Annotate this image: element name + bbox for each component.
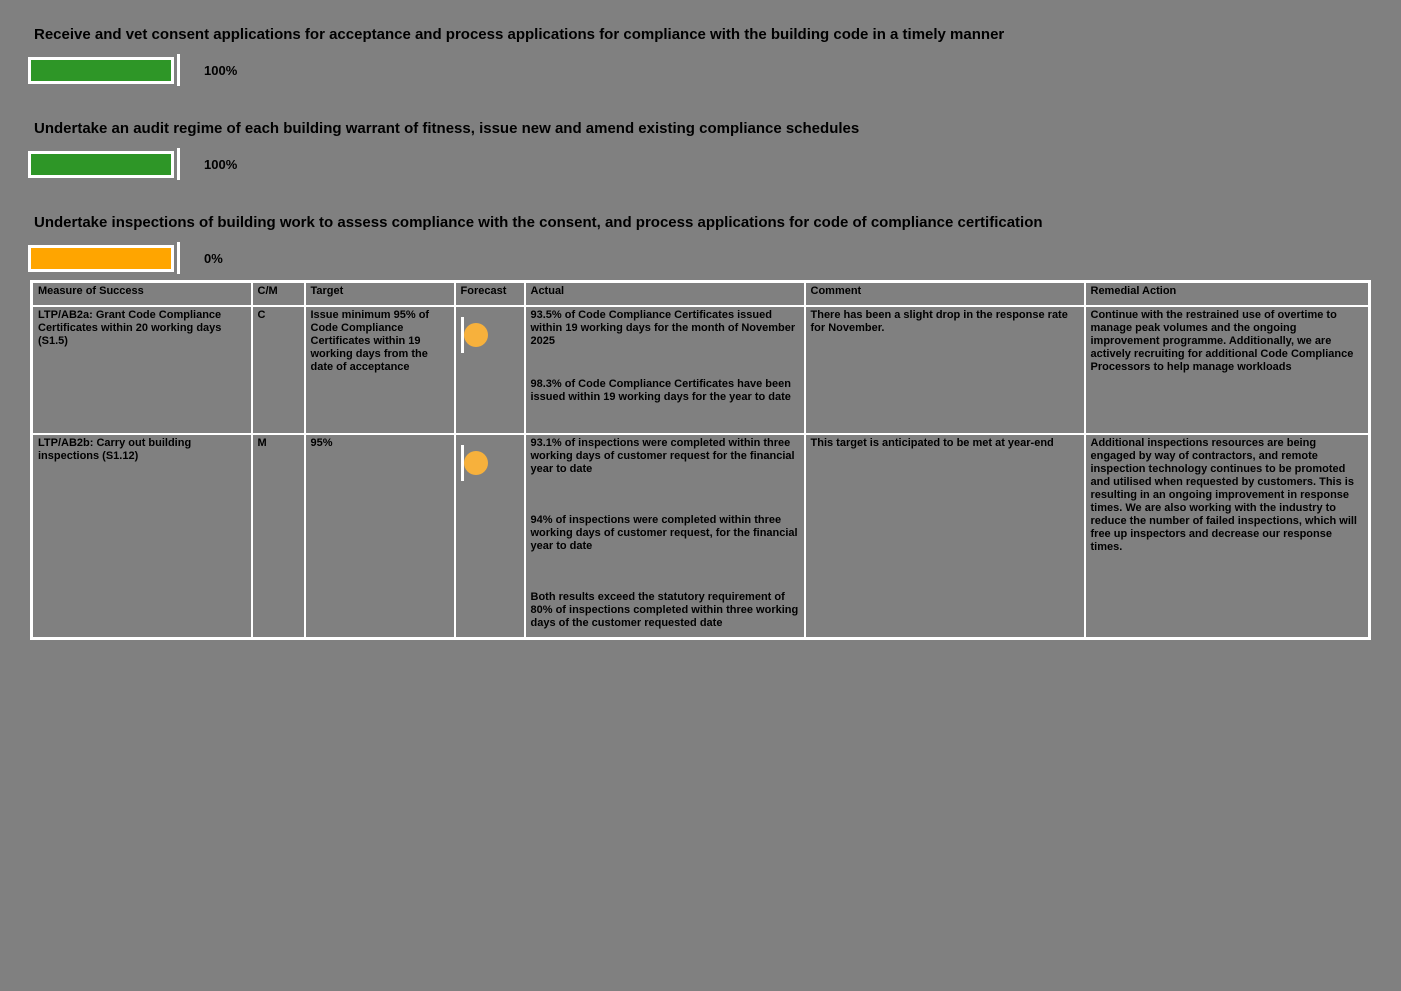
remedial-cell: Additional inspections resources are bei… [1083,432,1371,640]
table-row: LTP/AB2b: Carry out building inspections… [30,432,1371,640]
comment-cell: This target is anticipated to be met at … [803,432,1086,640]
column-header-remedial: Remedial Action [1083,280,1371,307]
column-header-measure: Measure of Success [30,280,253,307]
progress-bar-row: 0% [28,242,1373,274]
measure-cell: LTP/AB2a: Grant Code Compliance Certific… [30,304,253,435]
table-header-row: Measure of Success C/M Target Forecast A… [30,280,1371,307]
amber-status-icon [460,444,488,481]
column-header-comment: Comment [803,280,1086,307]
progress-bar [28,244,174,272]
comment-cell: There has been a slight drop in the resp… [803,304,1086,435]
objective-title: Receive and vet consent applications for… [34,26,1005,43]
status-icon-pole [460,444,464,481]
status-icon-ball [463,322,488,347]
remedial-cell: Continue with the restrained use of over… [1083,304,1371,435]
progress-bar-row: 100% [28,54,1373,86]
cm-cell: M [250,432,306,640]
target-cell: 95% [303,432,456,640]
progress-percent-label: 100% [204,62,238,78]
actual-paragraph: 93.5% of Code Compliance Certificates is… [530,308,796,347]
progress-bar-fill [31,59,171,81]
progress-bar [28,56,174,84]
progress-bar-end-tick [177,54,180,86]
objective-section-1: Receive and vet consent applications for… [28,26,1373,86]
progress-bar-row: 100% [28,148,1373,180]
forecast-cell [453,432,526,640]
column-header-cm: C/M [250,280,306,307]
measure-cell: LTP/AB2b: Carry out building inspections… [30,432,253,640]
actual-paragraph: 94% of inspections were completed within… [530,513,798,552]
objective-title: Undertake an audit regime of each buildi… [34,120,860,137]
status-icon-pole [460,316,464,353]
target-cell: Issue minimum 95% of Code Compliance Cer… [303,304,456,435]
forecast-cell [453,304,526,435]
progress-bar-end-tick [177,148,180,180]
column-header-target: Target [303,280,456,307]
progress-percent-label: 0% [204,250,223,266]
cm-cell: C [250,304,306,435]
progress-bar [28,150,174,178]
table-row: LTP/AB2a: Grant Code Compliance Certific… [30,304,1371,435]
actual-paragraph: 98.3% of Code Compliance Certificates ha… [530,377,791,403]
report-page: Receive and vet consent applications for… [28,26,1373,640]
actual-cell: 93.5% of Code Compliance Certificates is… [523,304,806,435]
actual-cell: 93.1% of inspections were completed with… [523,432,806,640]
progress-bar-fill [31,153,171,175]
measures-table: Measure of Success C/M Target Forecast A… [30,280,1371,640]
actual-paragraph: 93.1% of inspections were completed with… [530,436,795,475]
progress-percent-label: 100% [204,156,238,172]
objective-section-2: Undertake an audit regime of each buildi… [28,120,1373,180]
column-header-forecast: Forecast [453,280,526,307]
objective-title: Undertake inspections of building work t… [34,214,1043,231]
objective-section-3: Undertake inspections of building work t… [28,214,1373,274]
amber-status-icon [460,316,488,353]
actual-paragraph: Both results exceed the statutory requir… [530,590,799,629]
progress-bar-end-tick [177,242,180,274]
status-icon-ball [463,450,488,475]
progress-bar-fill [31,247,171,269]
column-header-actual: Actual [523,280,806,307]
